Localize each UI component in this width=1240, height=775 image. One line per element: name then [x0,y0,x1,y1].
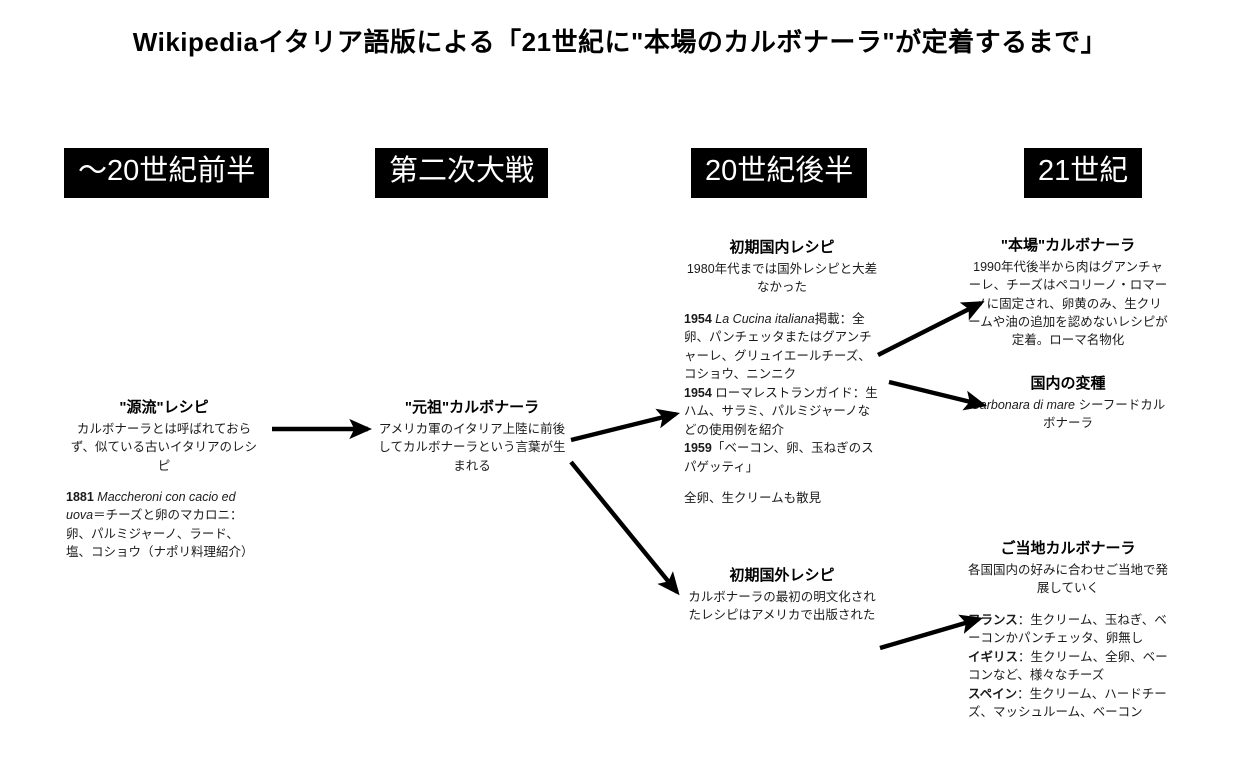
entry-italic-title: Maccheroni con cacio ed uova [66,489,236,523]
node-domestic-variant: 国内の変種 Carbonara di mare シーフードカルボナーラ [968,374,1168,433]
entry-text: ローマレストランガイド：生ハム、サラミ、パルミジャーノなどの使用例を紹介 [684,385,878,437]
node-early-domestic-recipes-body: 1954 La Cucina italiana掲載：全卵、パンチェッタまたはグア… [684,310,880,508]
entry-year: 1954 [684,385,712,400]
node-origin-recipe-body: 1881 Maccheroni con cacio ed uova＝チーズと卵の… [66,488,262,562]
entry-text: ＝チーズと卵のマカロニ：卵、パルミジャーノ、ラード、塩、コショウ（ナポリ料理紹介… [66,508,254,560]
node-local-carbonara-variants: ご当地カルボナーラ 各国国内の好みに合わせご当地で発展していく フランス：生クリ… [968,539,1168,722]
node-early-domestic-recipes-footer: 全卵、生クリームも散見 [684,491,822,505]
country-entry: フランス：生クリーム、玉ねぎ、ベーコンかパンチェッタ、卵無し [968,611,1168,648]
node-ancestor-carbonara-subtitle: アメリカ軍のイタリア上陸に前後してカルボナーラという言葉が生まれる [378,422,566,473]
node-authentic-carbonara: "本場"カルボナーラ 1990年代後半から肉はグアンチャーレ、チーズはペコリーノ… [968,236,1168,349]
country-text: ：生クリーム、玉ねぎ、ベーコンかパンチェッタ、卵無し [968,612,1167,646]
recipe-entry: 1954 ローマレストランガイド：生ハム、サラミ、パルミジャーノなどの使用例を紹… [684,384,880,440]
node-authentic-carbonara-title: "本場"カルボナーラ [1000,237,1136,254]
node-early-foreign-recipes: 初期国外レシピ カルボナーラの最初の明文化されたレシピはアメリカで出版された [684,566,880,625]
arrow-foreign-early-to-local-variants [879,614,983,651]
node-ancestor-carbonara: "元祖"カルボナーラ アメリカ軍のイタリア上陸に前後してカルボナーラという言葉が… [374,398,570,475]
variant-italic-name: Carbonara di mare [970,398,1075,413]
entry-year: 1959 [684,441,712,455]
arrow-ancestor-to-domestic-early [570,408,680,443]
entry-text: 掲載：全卵、パンチェッタまたはグアンチャーレ、グリュイエールチーズ、コショウ、ニ… [684,311,872,382]
entry-italic-title: La Cucina italiana [715,311,815,326]
page-title: Wikipediaイタリア語版による「21世紀に"本場のカルボナーラ"が定着する… [132,27,1108,57]
node-domestic-variant-subtitle: Carbonara di mare シーフードカルボナーラ [968,396,1168,432]
era-header-early-20c: 〜20世紀前半 [64,148,270,198]
country-label: イギリス [968,649,1019,664]
node-ancestor-carbonara-title: "元祖"カルボナーラ [404,399,540,416]
node-early-foreign-recipes-subtitle: カルボナーラの最初の明文化されたレシピはアメリカで出版された [688,590,876,623]
node-early-foreign-recipes-title: 初期国外レシピ [729,567,835,584]
node-early-domestic-recipes: 初期国内レシピ 1980年代までは国外レシピと大差なかった 1954 La Cu… [684,238,880,508]
node-authentic-carbonara-subtitle: 1990年代後半から肉はグアンチャーレ、チーズはペコリーノ・ロマーノに固定され、… [968,260,1168,347]
body-spacer [684,476,880,489]
recipe-entry: 1959「ベーコン、卵、玉ねぎのスパゲッティ」 [684,439,880,476]
era-header-21c: 21世紀 [1024,148,1143,198]
node-local-carbonara-variants-body: フランス：生クリーム、玉ねぎ、ベーコンかパンチェッタ、卵無し イギリス：生クリー… [968,611,1168,722]
entry-year: 1954 [684,311,712,326]
recipe-entry: 1954 La Cucina italiana掲載：全卵、パンチェッタまたはグア… [684,310,880,384]
country-label: フランス [968,612,1018,627]
entry-year: 1881 [66,489,94,504]
country-label: スペイン [968,686,1018,701]
variant-rest: シーフードカルボナーラ [1042,398,1166,431]
node-origin-recipe: "源流"レシピ カルボナーラとは呼ばれておらず、似ている古いイタリアのレシピ 1… [66,398,262,562]
node-origin-recipe-title: "源流"レシピ [119,399,209,416]
country-text: ：生クリーム、ハードチーズ、マッシュルーム、ベーコン [968,686,1167,720]
country-entry: イギリス：生クリーム、全卵、ベーコンなど、様々なチーズ [968,648,1168,685]
country-text: ：生クリーム、全卵、ベーコンなど、様々なチーズ [968,649,1168,683]
node-local-carbonara-variants-subtitle: 各国国内の好みに合わせご当地で発展していく [968,563,1169,596]
country-entry: スペイン：生クリーム、ハードチーズ、マッシュルーム、ベーコン [968,685,1168,722]
node-domestic-variant-title: 国内の変種 [1030,375,1106,392]
node-early-domestic-recipes-subtitle: 1980年代までは国外レシピと大差なかった [686,262,878,295]
entry-text: 「ベーコン、卵、玉ねぎのスパゲッティ」 [684,441,874,474]
node-local-carbonara-variants-title: ご当地カルボナーラ [1000,540,1136,557]
node-origin-recipe-subtitle: カルボナーラとは呼ばれておらず、似ている古いイタリアのレシピ [70,422,258,473]
node-early-domestic-recipes-title: 初期国内レシピ [729,239,835,256]
arrow-ancestor-to-foreign-early [569,460,680,596]
era-header-late-20c: 20世紀後半 [691,148,868,198]
arrow-domestic-early-to-authentic [877,301,985,357]
era-header-wwii: 第二次大戦 [375,148,549,198]
